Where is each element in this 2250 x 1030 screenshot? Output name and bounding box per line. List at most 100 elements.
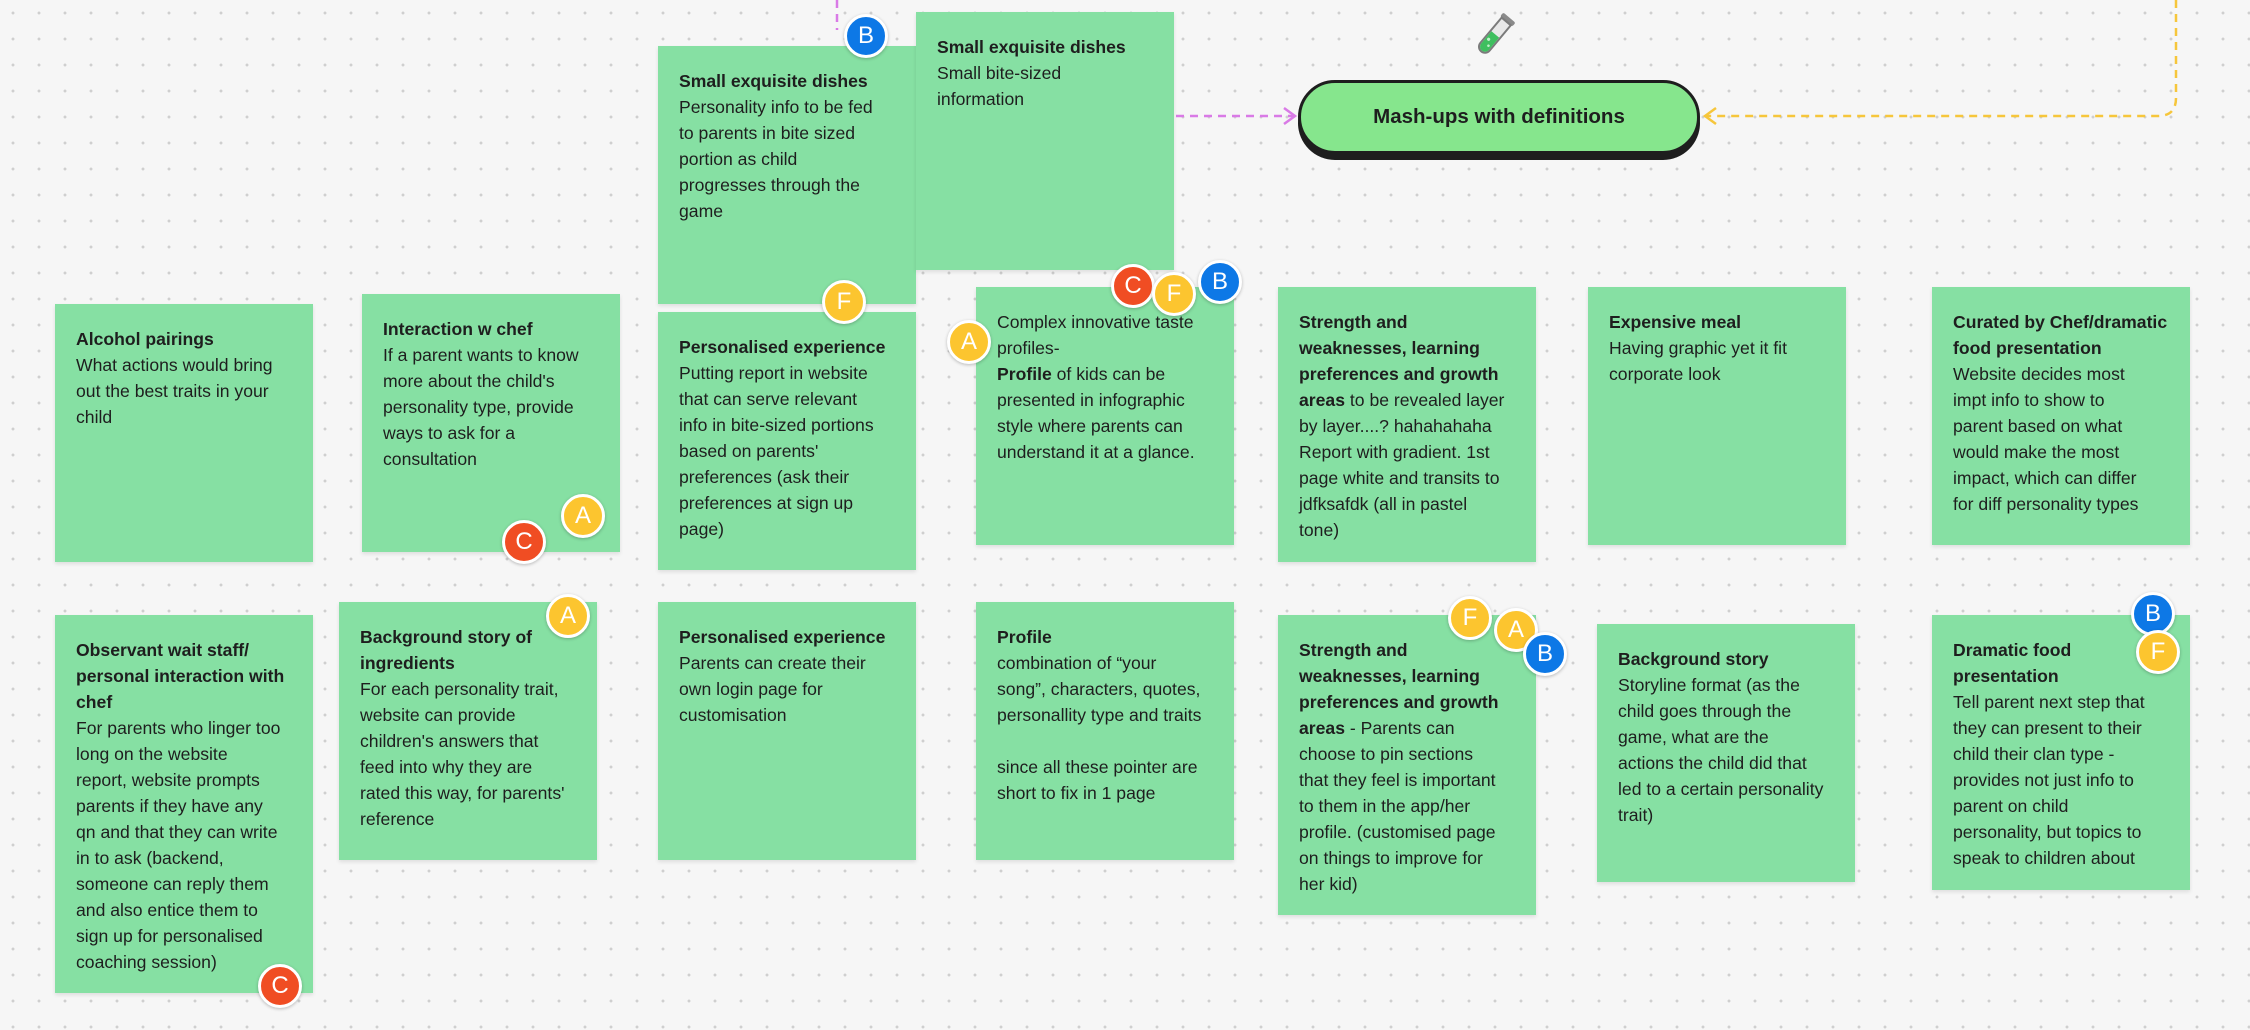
- sticky-title: Personalised experience: [679, 627, 886, 647]
- sticky-title: Dramatic food: [1953, 640, 2072, 660]
- sticky-text: to parents in bite sized: [679, 123, 856, 143]
- sticky-text: child their clan type -: [1953, 744, 2115, 764]
- sticky-text: impact, which can differ: [1953, 468, 2137, 488]
- collaborator-avatar[interactable]: C: [258, 964, 302, 1008]
- sticky-title: presentation: [1953, 666, 2059, 686]
- sticky-text: presented in infographic: [997, 390, 1185, 410]
- sticky-title: Background story of: [360, 627, 533, 647]
- sticky-title: Strength and: [1299, 312, 1408, 332]
- sticky-bold-text: areas: [1299, 390, 1345, 410]
- collaborator-avatar[interactable]: A: [947, 320, 991, 364]
- sticky-text: to be revealed layer: [1345, 390, 1505, 410]
- sticky-text: preferences (ask their: [679, 467, 850, 487]
- sticky-small-dishes-2[interactable]: Small exquisite dishes Small bite-sized …: [916, 12, 1174, 270]
- sticky-text: customisation: [679, 705, 787, 725]
- sticky-strength-weaknesses-1[interactable]: Strength and weaknesses, learning prefer…: [1278, 287, 1536, 562]
- sticky-text: Small bite-sized: [937, 63, 1062, 83]
- sticky-text: qn and that they can write: [76, 822, 278, 842]
- sticky-text: game, what are the: [1618, 727, 1769, 747]
- sticky-text: someone can reply them: [76, 874, 269, 894]
- sticky-text: website can provide: [360, 705, 516, 725]
- sticky-text: to them in the app/her: [1299, 796, 1471, 816]
- sticky-title: weaknesses, learning: [1299, 338, 1480, 358]
- sticky-title: Background story: [1618, 649, 1769, 669]
- sticky-text: information: [937, 89, 1025, 109]
- sticky-text: Report with gradient. 1st: [1299, 442, 1490, 462]
- sticky-text: page white and transits to: [1299, 468, 1500, 488]
- sticky-title: Small exquisite dishes: [679, 71, 868, 91]
- sticky-text: page): [679, 519, 724, 539]
- sticky-text: profiles-: [997, 338, 1060, 358]
- sticky-small-dishes-1[interactable]: Small exquisite dishes Personality info …: [658, 46, 916, 304]
- mashup-label-text: Mash-ups with definitions: [1373, 105, 1625, 128]
- sticky-title: Strength and: [1299, 640, 1408, 660]
- sticky-text: her kid): [1299, 874, 1358, 894]
- collaborator-avatar[interactable]: F: [1152, 272, 1196, 316]
- collaborator-avatar[interactable]: F: [2136, 630, 2180, 674]
- sticky-text: Website decides most: [1953, 364, 2125, 384]
- sticky-text: child: [76, 407, 113, 427]
- sticky-text: children's answers that: [360, 731, 539, 751]
- sticky-title: Profile: [997, 627, 1052, 647]
- sticky-title: Observant wait staff/: [76, 640, 250, 660]
- sticky-text: Having graphic yet it fit: [1609, 338, 1787, 358]
- sticky-profile[interactable]: Profile combination of “your song”, char…: [976, 602, 1234, 860]
- sticky-text: jdfksafdk (all in pastel: [1299, 494, 1468, 514]
- sticky-text: What actions would bring: [76, 355, 273, 375]
- sticky-complex-taste-profiles[interactable]: Complex innovative taste profiles- Profi…: [976, 287, 1234, 545]
- sticky-title: Personalised experience: [679, 337, 886, 357]
- sticky-text: combination of “your: [997, 653, 1157, 673]
- sticky-background-story[interactable]: Background story Storyline format (as th…: [1597, 624, 1855, 882]
- sticky-curated-by-chef[interactable]: Curated by Chef/dramatic food presentati…: [1932, 287, 2190, 545]
- sticky-title: weaknesses, learning: [1299, 666, 1480, 686]
- sticky-text: sign up for personalised: [76, 926, 263, 946]
- collaborator-avatar[interactable]: F: [822, 280, 866, 324]
- sticky-alcohol-pairings[interactable]: Alcohol pairings What actions would brin…: [55, 304, 313, 562]
- collaborator-avatar[interactable]: B: [844, 14, 888, 58]
- mashup-section-label[interactable]: Mash-ups with definitions: [1298, 80, 1700, 154]
- sticky-text: parent based on what: [1953, 416, 2123, 436]
- collaborator-avatar[interactable]: C: [502, 520, 546, 564]
- sticky-expensive-meal[interactable]: Expensive meal Having graphic yet it fit…: [1588, 287, 1846, 545]
- collaborator-avatar[interactable]: B: [1198, 260, 1242, 304]
- sticky-text: profile. (customised page: [1299, 822, 1496, 842]
- collaborator-avatar[interactable]: C: [1111, 264, 1155, 308]
- sticky-background-story-ingredients[interactable]: Background story of ingredients For each…: [339, 602, 597, 860]
- sticky-text: by layer....? hahahahaha: [1299, 416, 1492, 436]
- connector-yellow-to-mashup: [1706, 0, 2178, 118]
- sticky-text: song”, characters, quotes,: [997, 679, 1201, 699]
- sticky-text: Putting report in website: [679, 363, 868, 383]
- sticky-title: Curated by Chef/dramatic: [1953, 312, 2168, 332]
- collaborator-avatar[interactable]: F: [1448, 596, 1492, 640]
- sticky-title: Alcohol pairings: [76, 329, 214, 349]
- sticky-text: they can present to their: [1953, 718, 2142, 738]
- sticky-text: corporate look: [1609, 364, 1721, 384]
- sticky-text: Storyline format (as the: [1618, 675, 1800, 695]
- sticky-text: choose to pin sections: [1299, 744, 1474, 764]
- collaborator-avatar[interactable]: B: [1523, 632, 1567, 676]
- sticky-text: more about the child's: [383, 371, 555, 391]
- sticky-text: areas to be revealed layer: [1299, 387, 1516, 413]
- sticky-personalised-experience-1[interactable]: Personalised experience Putting report i…: [658, 312, 916, 570]
- sticky-text: Complex innovative taste: [997, 312, 1194, 332]
- sticky-text: that can serve relevant: [679, 389, 857, 409]
- sticky-personalised-experience-2[interactable]: Personalised experience Parents can crea…: [658, 602, 916, 860]
- collaborator-avatar[interactable]: A: [561, 494, 605, 538]
- sticky-strength-weaknesses-2[interactable]: Strength and weaknesses, learning prefer…: [1278, 615, 1536, 915]
- sticky-text: impt info to show to: [1953, 390, 2105, 410]
- sticky-text: tone): [1299, 520, 1340, 540]
- collaborator-avatar[interactable]: A: [546, 594, 590, 638]
- sticky-text: Parents can create their: [679, 653, 866, 673]
- sticky-bold-text: areas: [1299, 718, 1345, 738]
- sticky-text: since all these pointer are: [997, 757, 1198, 777]
- sticky-title: preferences and growth: [1299, 364, 1499, 384]
- sticky-text: report, website prompts: [76, 770, 260, 790]
- sticky-title: Interaction w chef: [383, 319, 533, 339]
- sticky-text: trait): [1618, 805, 1654, 825]
- sticky-observant-wait-staff[interactable]: Observant wait staff/ personal interacti…: [55, 615, 313, 993]
- sticky-spacer: [997, 728, 1214, 754]
- collaborator-avatar[interactable]: A: [1494, 608, 1538, 652]
- sticky-dramatic-food-presentation[interactable]: Dramatic food presentation Tell parent n…: [1932, 615, 2190, 890]
- sticky-text: based on parents': [679, 441, 819, 461]
